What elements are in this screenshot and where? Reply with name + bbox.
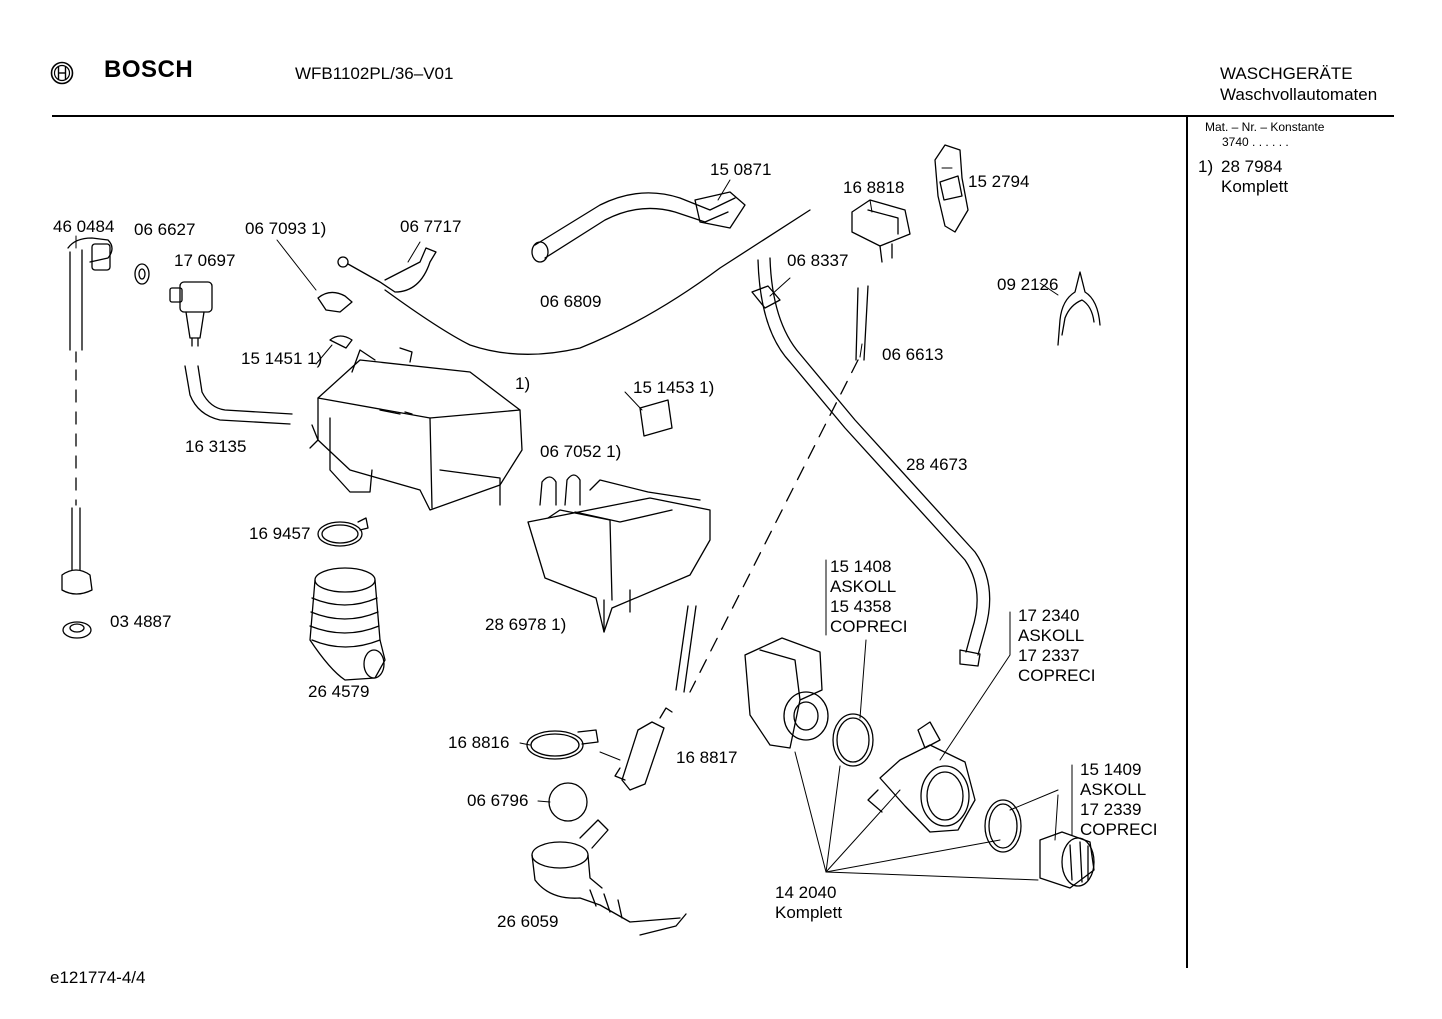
part-label-266059: 26 6059 — [497, 912, 559, 931]
washer-part — [62, 621, 92, 639]
drain-hose-part — [751, 257, 991, 667]
note-description: Komplett — [1221, 177, 1289, 196]
seal-151408-part — [832, 713, 874, 767]
part-label-168816: 16 8816 — [448, 733, 510, 752]
part-label-034887: 03 4887 — [110, 612, 172, 631]
part-label-168818: 16 8818 — [843, 178, 905, 197]
header-divider — [52, 115, 1394, 117]
note-part-number: 28 7984 — [1221, 157, 1283, 176]
part-label-066796: 06 6796 — [467, 791, 529, 810]
inlet-hose-part — [61, 237, 113, 595]
part-label-066613: 06 6613 — [882, 345, 944, 364]
part-label-168817: 16 8817 — [676, 748, 738, 767]
ball-066796-part — [548, 782, 588, 822]
detergent-drawer-part — [527, 474, 711, 633]
bosch-logo-icon — [50, 61, 74, 85]
category-subtitle: Waschvollautomaten — [1220, 85, 1378, 104]
part-label-151451: 15 1451 1) — [241, 349, 323, 368]
seal-172339-part — [984, 799, 1022, 853]
filter-part — [1039, 831, 1095, 889]
bracket-152794-part — [934, 144, 969, 233]
part-label-264579: 26 4579 — [308, 682, 370, 701]
part-label-151408: 15 1408 ASKOLL 15 4358 COPRECI — [830, 557, 908, 636]
part-label-068337: 06 8337 — [787, 251, 849, 270]
category-title: WASCHGERÄTE — [1220, 64, 1353, 83]
clamp-168816-part — [526, 729, 599, 760]
drain-pump-part — [744, 637, 829, 749]
document-id: e121774-4/4 — [50, 968, 146, 987]
seal-part — [134, 263, 150, 285]
part-label-163135: 16 3135 — [185, 437, 247, 456]
part-label-172340: 17 2340 ASKOLL 17 2337 COPRECI — [1018, 606, 1096, 685]
part-label-151453: 15 1453 1) — [633, 378, 715, 397]
part-label-142040: 14 2040 Komplett — [775, 883, 843, 922]
part-label-170697: 17 0697 — [174, 251, 236, 270]
sidebar-divider — [1186, 116, 1188, 968]
part-label-066809: 06 6809 — [540, 292, 602, 311]
dispenser-housing-part — [309, 347, 523, 511]
part-label-067093: 06 7093 1) — [245, 219, 327, 238]
pump-housing-part — [867, 721, 976, 833]
part-label-460484: 46 0484 — [53, 217, 115, 236]
part-label-066627: 06 6627 — [134, 220, 196, 239]
bellows-264579-part — [309, 567, 386, 681]
constant-label: Mat. – Nr. – Konstante — [1205, 120, 1325, 134]
sensor-168817-part — [614, 707, 673, 791]
cover-151453-part — [639, 399, 673, 437]
part-label-067717: 06 7717 — [400, 217, 462, 236]
part-label-092126: 09 2126 — [997, 275, 1059, 294]
hose-163135-part — [184, 365, 293, 425]
sump-hose-part — [531, 819, 687, 936]
clamp-169457-part — [317, 517, 369, 547]
clip-092126-part — [1057, 271, 1101, 346]
part-label-152794: 15 2794 — [968, 172, 1030, 191]
valve-part — [169, 281, 213, 347]
part-label-067052: 06 7052 1) — [540, 442, 622, 461]
pressure-switch-part — [851, 199, 911, 263]
part-label-150871: 15 0871 — [710, 160, 772, 179]
part-label-286978: 28 6978 1) — [485, 615, 567, 634]
part-label-169457: 16 9457 — [249, 524, 311, 543]
brand-name: BOSCH — [104, 56, 194, 83]
constant-value: 3740 . . . . . . — [1222, 135, 1289, 149]
part-label-151409: 15 1409 ASKOLL 17 2339 COPRECI — [1080, 760, 1158, 839]
note-number: 1) — [1198, 157, 1214, 176]
model-number: WFB1102PL/36–V01 — [295, 64, 454, 83]
part-label-note1: 1) — [515, 374, 531, 393]
part-label-284673: 28 4673 — [906, 455, 968, 474]
hose-150871-part — [531, 191, 746, 263]
